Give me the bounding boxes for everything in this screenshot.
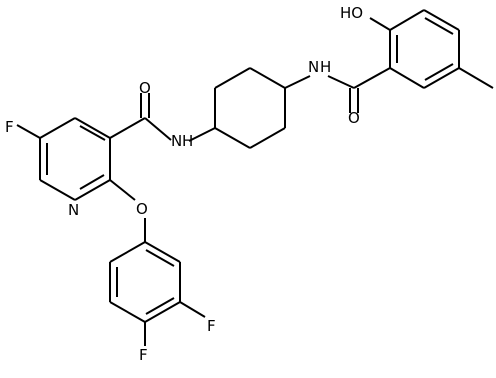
bond-ph-1 (144, 241, 181, 263)
bond-bz-3 (423, 9, 460, 31)
atom-n-amide-right: N (308, 58, 319, 76)
atom-labels: F N O N H O N H O HO F F (5, 4, 363, 364)
bond-cy-5 (249, 127, 286, 149)
bond-nh-cy (188, 127, 216, 142)
atom-h-amide-right: H (320, 58, 331, 76)
bond-cy-6 (214, 127, 251, 149)
atom-o-amide-right: O (348, 109, 360, 127)
atom-f-para: F (139, 346, 148, 364)
bond-pyr-1-inner (79, 125, 106, 141)
atom-hydroxyl: HO (340, 4, 363, 22)
bond-methyl (458, 67, 494, 89)
bond-ph-4 (109, 301, 146, 323)
bond-bz-6 (389, 67, 425, 89)
bond-pyr-6 (39, 117, 76, 139)
bond-ph-3-inner (145, 297, 175, 315)
bond-c-f (16, 124, 41, 139)
bond-ph-6 (109, 241, 146, 263)
bond-pyr-4 (39, 179, 76, 201)
bond-amide2-ring (353, 67, 391, 89)
atom-h-amide-left: H (182, 132, 193, 150)
bond-pyr-o (109, 179, 136, 201)
bond-bz-2 (389, 9, 425, 31)
bond-pyr-1 (74, 117, 111, 139)
bond-amide-cn (144, 117, 172, 141)
bond-bz-5-inner (424, 63, 454, 81)
atom-f-pyridine: F (5, 118, 14, 136)
bond-amide-c (109, 117, 146, 139)
bond-nh-c (327, 75, 355, 89)
bond-cy-3 (249, 67, 286, 89)
atom-o-amide-left: O (139, 79, 151, 97)
bond-pyr-3 (74, 179, 111, 201)
bond-cy-2 (214, 67, 251, 89)
bond-ph-3 (144, 301, 181, 323)
bond-bz-3-inner (424, 17, 454, 35)
bond-ph-f-meta (179, 301, 206, 318)
bonds (16, 9, 494, 346)
bond-pyr-3-inner (79, 174, 105, 190)
atom-n-pyridine: N (68, 201, 79, 219)
bond-oh (369, 17, 391, 31)
bond-cy-nh (284, 75, 311, 89)
atom-f-meta: F (207, 317, 216, 335)
atom-n-amide-left: N (171, 132, 182, 150)
bond-ph-1-inner (145, 249, 175, 267)
atom-o-ether: O (136, 200, 148, 218)
bond-bz-5 (423, 67, 460, 89)
